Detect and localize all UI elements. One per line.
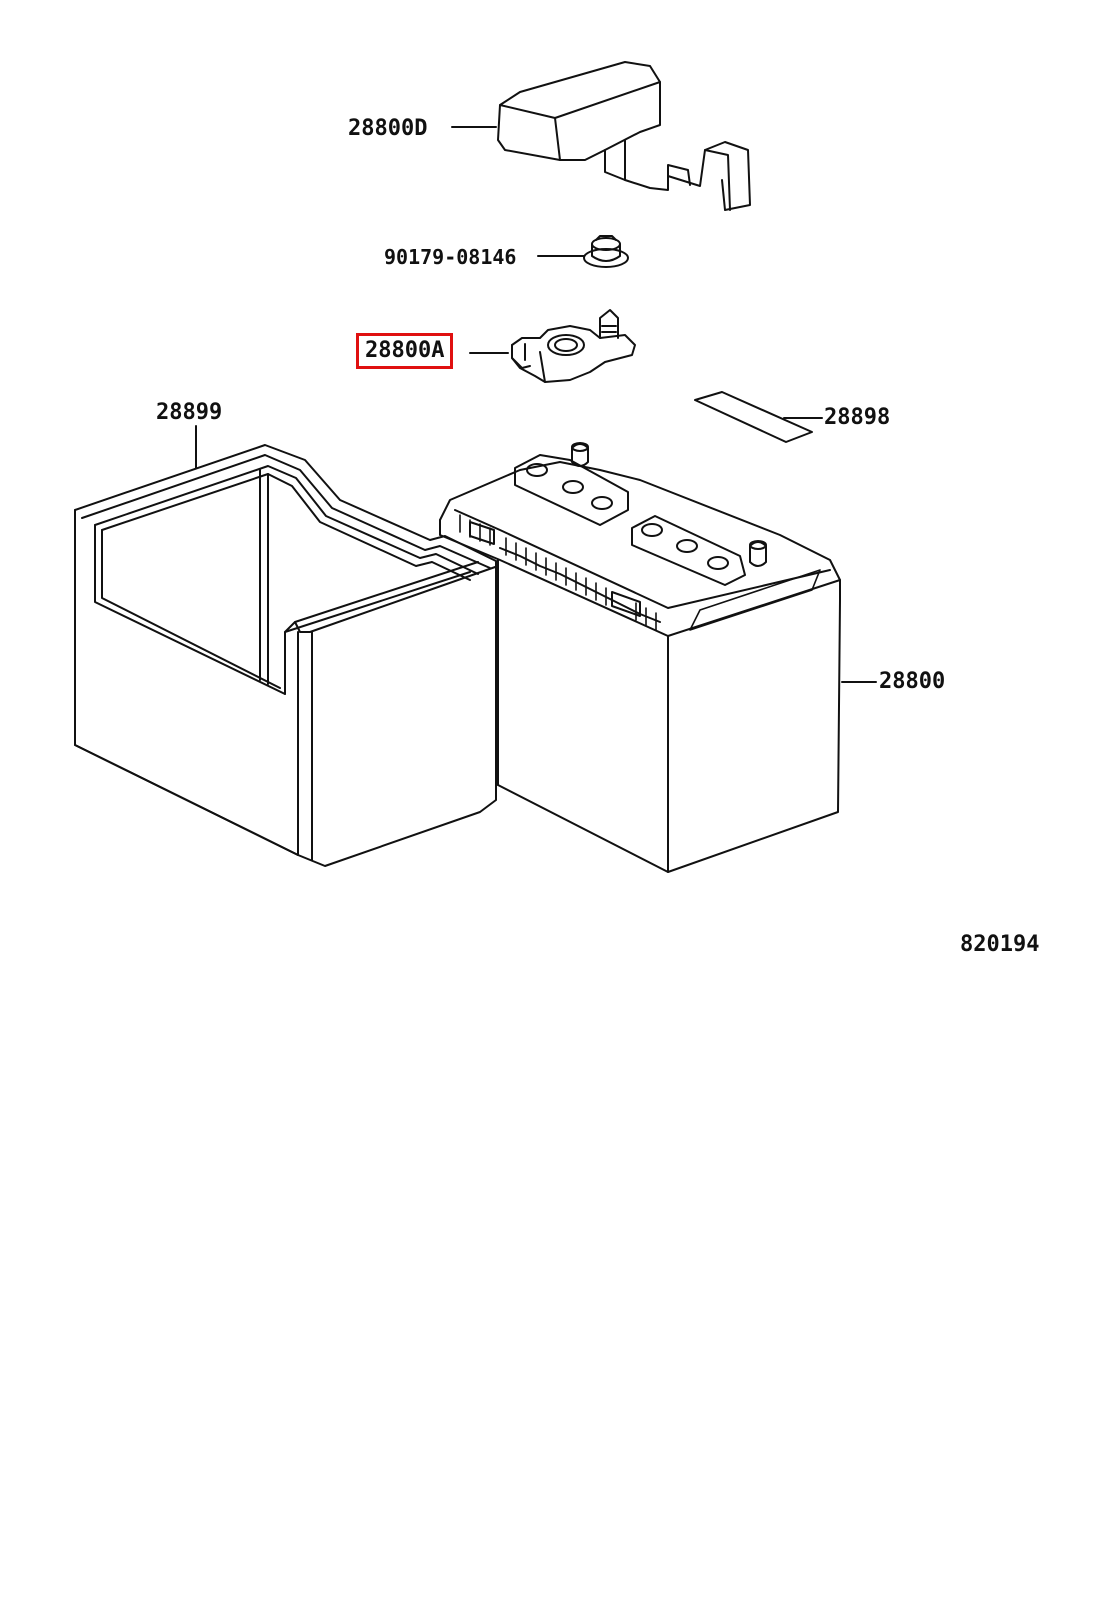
part-label-28800a[interactable]: 28800A — [356, 333, 454, 369]
battery-terminal-drawing — [469, 309, 636, 383]
battery-tray-drawing — [74, 444, 499, 867]
terminal-cover-drawing — [451, 61, 751, 211]
part-label-28898[interactable]: 28898 — [824, 405, 891, 430]
part-label-90179-08146[interactable]: 90179-08146 — [384, 245, 517, 269]
drawing-number: 820194 — [960, 932, 1040, 957]
nut-drawing — [537, 235, 629, 268]
part-label-28800d[interactable]: 28800D — [348, 116, 428, 141]
part-label-28800[interactable]: 28800 — [879, 669, 946, 694]
part-label-28899[interactable]: 28899 — [156, 400, 223, 425]
battery-drawing — [439, 442, 877, 873]
label-sheet-drawing — [694, 391, 823, 443]
